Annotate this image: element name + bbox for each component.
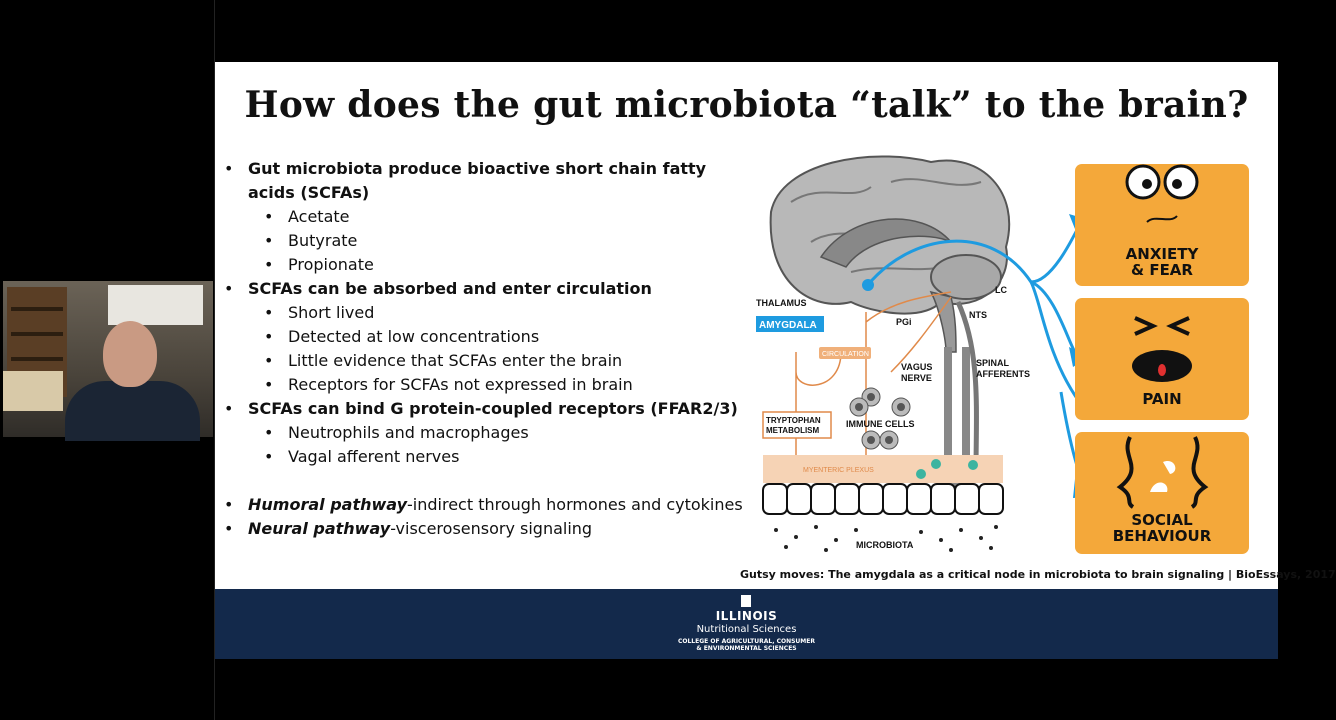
outcome-pain: PAIN <box>1075 298 1249 420</box>
slide-title: How does the gut microbiota “talk” to th… <box>244 84 1249 126</box>
sub-bullet: Short lived <box>221 301 751 325</box>
label-plexus: MYENTERIC PLEXUS <box>803 467 874 474</box>
footer-college-1: COLLEGE OF AGRICULTURAL, CONSUMER <box>677 638 815 645</box>
footer-dept: Nutritional Sciences <box>696 624 797 635</box>
neural-desc: -viscerosensory signaling <box>390 519 593 538</box>
sub-bullet: Detected at low concentrations <box>221 325 751 349</box>
neural-pathway <box>864 221 1088 489</box>
bullet-gpcr: SCFAs can bind G protein-coupled recepto… <box>221 397 751 421</box>
sub-bullet: Propionate <box>221 253 751 277</box>
epithelium <box>762 483 1004 515</box>
sub-bullet: Little evidence that SCFAs enter the bra… <box>221 349 751 373</box>
pain-label: PAIN <box>1142 390 1182 408</box>
humoral-desc: -indirect through hormones and cytokines <box>407 495 743 514</box>
speaker-body <box>65 381 200 441</box>
outcome-anxiety-fear: ANXIETY & FEAR <box>1075 164 1249 286</box>
footer-college-2: & ENVIRONMENTAL SCIENCES <box>696 645 797 652</box>
cerebellum <box>930 254 1002 300</box>
figure-caption: Gutsy moves: The amygdala as a critical … <box>740 568 1336 581</box>
label-circulation: CIRCULATION <box>822 351 869 358</box>
gut-brain-figure: THALAMUS AMYGDALA LC PGi NTS CIRCULATION… <box>756 155 1091 552</box>
anxiety-label-2: & FEAR <box>1131 261 1193 279</box>
label-spinal: SPINAL <box>976 358 1010 368</box>
anxiety-label-1: ANXIETY <box>1125 245 1199 263</box>
slide-footer: ILLINOIS Nutritional Sciences COLLEGE OF… <box>215 589 1278 659</box>
social-faces-icon <box>1116 436 1209 509</box>
sub-bullet: Butyrate <box>221 229 751 253</box>
label-vagus-2: NERVE <box>901 373 932 383</box>
label-thalamus: THALAMUS <box>756 298 807 308</box>
footer-org: ILLINOIS <box>715 609 778 623</box>
participant-video-panel <box>0 0 215 720</box>
sub-bullet: Acetate <box>221 205 751 229</box>
label-nts: NTS <box>969 310 987 320</box>
label-amygdala: AMYGDALA <box>759 320 817 331</box>
bullet-circulation: SCFAs can be absorbed and enter circulat… <box>221 277 751 301</box>
bullet-list: Gut microbiota produce bioactive short c… <box>221 157 751 541</box>
illinois-block-i-icon <box>741 595 751 607</box>
social-label-1: SOCIAL <box>1131 511 1193 529</box>
desk <box>3 371 63 411</box>
presentation-slide: How does the gut microbiota “talk” to th… <box>215 62 1336 659</box>
amygdala-badge <box>756 316 824 332</box>
label-spinal-2: AFFERENTS <box>976 369 1030 379</box>
social-label-2: BEHAVIOUR <box>1112 527 1212 545</box>
neural-term: Neural pathway <box>248 519 391 538</box>
sub-bullet: Vagal afferent nerves <box>221 445 751 469</box>
pain-face-icon <box>1132 316 1192 382</box>
bullet-scfa: Gut microbiota produce bioactive short c… <box>221 157 751 205</box>
label-lc: LC <box>995 285 1007 295</box>
anxious-face-icon <box>1125 164 1199 223</box>
label-vagus: VAGUS <box>901 362 932 372</box>
label-tryptophan: TRYPTOPHAN <box>766 416 821 425</box>
speaker-head <box>103 321 157 387</box>
whiteboard <box>108 285 203 325</box>
sub-bullet: Receptors for SCFAs not expressed in bra… <box>221 373 751 397</box>
myenteric-plexus <box>763 455 1003 483</box>
microbiota-dots <box>774 525 998 552</box>
speaker-video-tile[interactable] <box>3 281 213 441</box>
label-tryptophan-2: METABOLISM <box>766 426 820 435</box>
bullet-neural: Neural pathway-viscerosensory signaling <box>221 517 751 541</box>
label-microbiota: MICROBIOTA <box>856 540 914 550</box>
label-immune-cells: IMMUNE CELLS <box>846 419 915 429</box>
label-pgi: PGi <box>896 317 912 327</box>
outcome-social-behaviour: SOCIAL BEHAVIOUR <box>1075 432 1249 554</box>
bullet-humoral: Humoral pathway-indirect through hormone… <box>221 493 751 517</box>
sub-bullet: Neutrophils and macrophages <box>221 421 751 445</box>
brainstem <box>929 290 957 353</box>
humoral-term: Humoral pathway <box>248 495 407 514</box>
